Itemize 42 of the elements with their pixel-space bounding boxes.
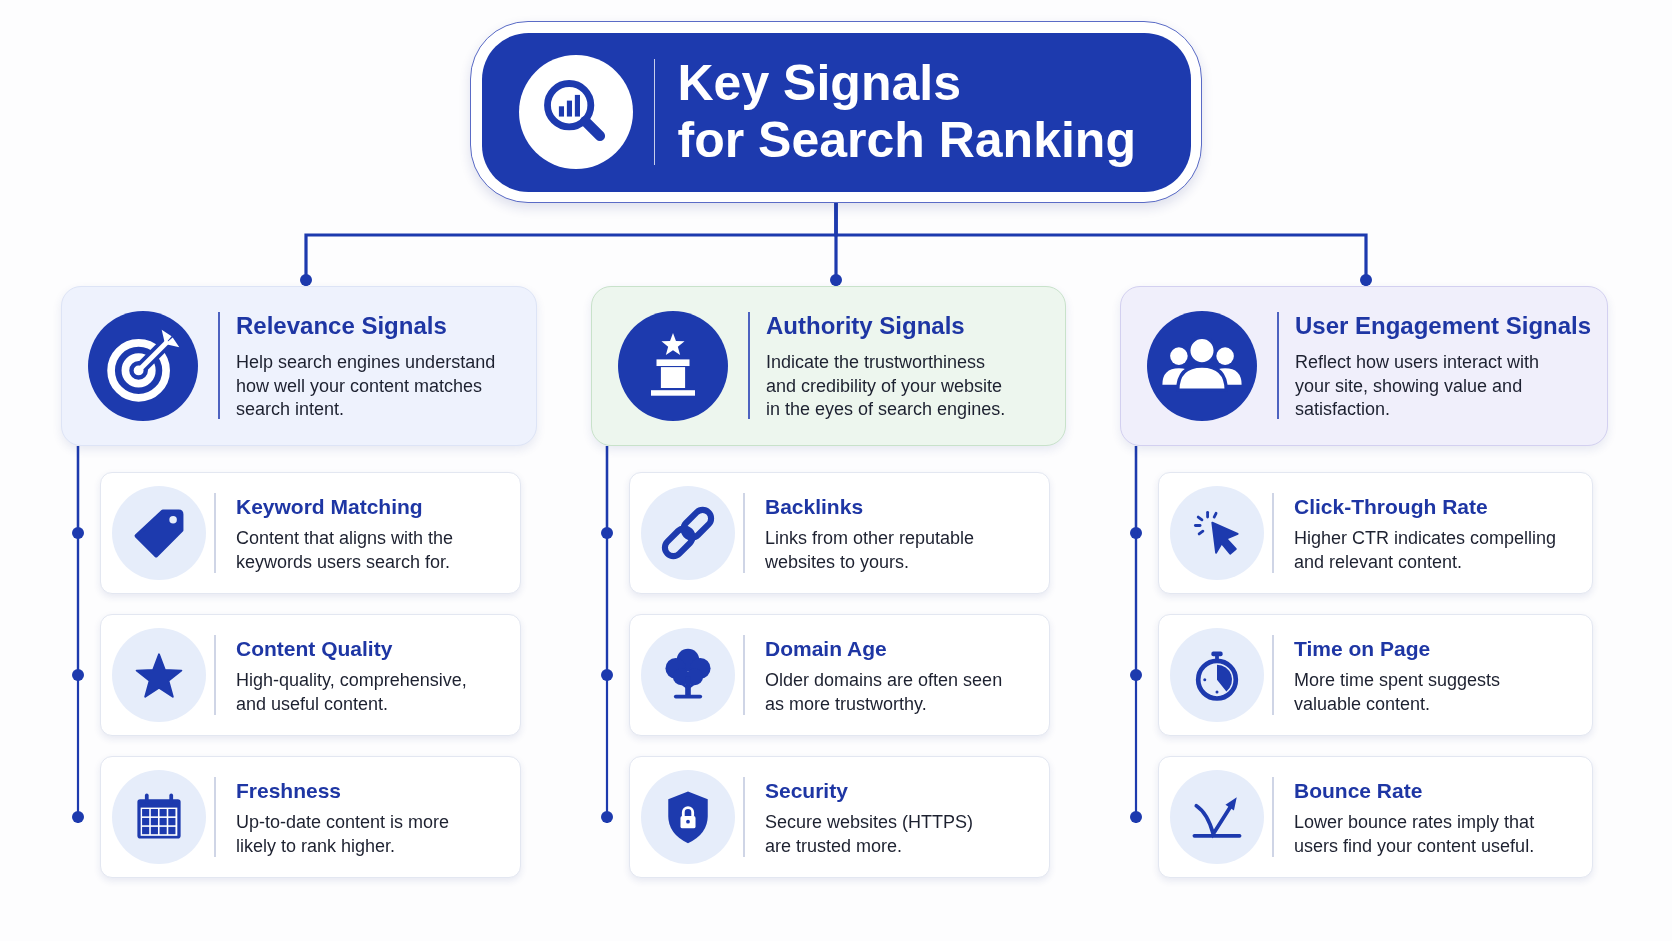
signal-description: Secure websites (HTTPS) are trusted more. bbox=[765, 811, 975, 858]
signal-description: More time spent suggests valuable content. bbox=[1294, 669, 1502, 716]
signal-card bbox=[629, 472, 1050, 594]
title-banner bbox=[470, 21, 1202, 203]
signal-card bbox=[1158, 614, 1593, 736]
signal-heading: Click-Through Rate bbox=[1294, 494, 1488, 519]
signal-description: Up-to-date content is more likely to rank higher. bbox=[236, 811, 451, 858]
signal-heading: Time on Page bbox=[1294, 636, 1431, 661]
category-description: Reflect how users interact with your site, showing value and satisfaction. bbox=[1295, 351, 1541, 421]
signal-heading: Content Quality bbox=[236, 636, 393, 661]
connector-line bbox=[72, 446, 84, 823]
signal-card bbox=[100, 756, 521, 878]
connector-line bbox=[601, 446, 613, 823]
signal-description: Higher CTR indicates compelling and relevant content. bbox=[1294, 527, 1558, 574]
signal-description: High-quality, comprehensive, and useful content. bbox=[236, 669, 468, 716]
signal-description: Lower bounce rates imply that users find your content useful. bbox=[1294, 811, 1536, 858]
signal-heading: Bounce Rate bbox=[1294, 778, 1423, 803]
signal-heading: Security bbox=[765, 778, 848, 803]
category-card bbox=[1120, 286, 1608, 446]
signal-card bbox=[100, 614, 521, 736]
banner-title: Key Signals for Search Ranking bbox=[677, 54, 1136, 169]
signal-heading: Keyword Matching bbox=[236, 494, 423, 519]
category-heading: Authority Signals bbox=[766, 312, 965, 340]
signal-card bbox=[100, 472, 521, 594]
category-card bbox=[61, 286, 537, 446]
signal-heading: Backlinks bbox=[765, 494, 864, 519]
category-description: Indicate the trustworthiness and credibility of your website in the eyes of search engines. bbox=[766, 351, 1007, 421]
category-description: Help search engines understand how well your content matches search intent. bbox=[236, 351, 497, 421]
signal-card bbox=[1158, 756, 1593, 878]
signal-heading: Freshness bbox=[236, 778, 342, 803]
signal-description: Older domains are often seen as more trustworthy. bbox=[765, 669, 1004, 716]
signal-card bbox=[629, 756, 1050, 878]
signal-card bbox=[1158, 472, 1593, 594]
signal-card bbox=[629, 614, 1050, 736]
connector-line bbox=[1130, 446, 1142, 823]
category-card bbox=[591, 286, 1066, 446]
signal-heading: Domain Age bbox=[765, 636, 887, 661]
signal-description: Links from other reputable websites to yours. bbox=[765, 527, 976, 574]
category-heading: Relevance Signals bbox=[236, 312, 447, 340]
category-heading: User Engagement Signals bbox=[1295, 312, 1592, 340]
connector-line bbox=[834, 203, 1372, 286]
signal-description: Content that aligns with the keywords users search for. bbox=[236, 527, 455, 574]
